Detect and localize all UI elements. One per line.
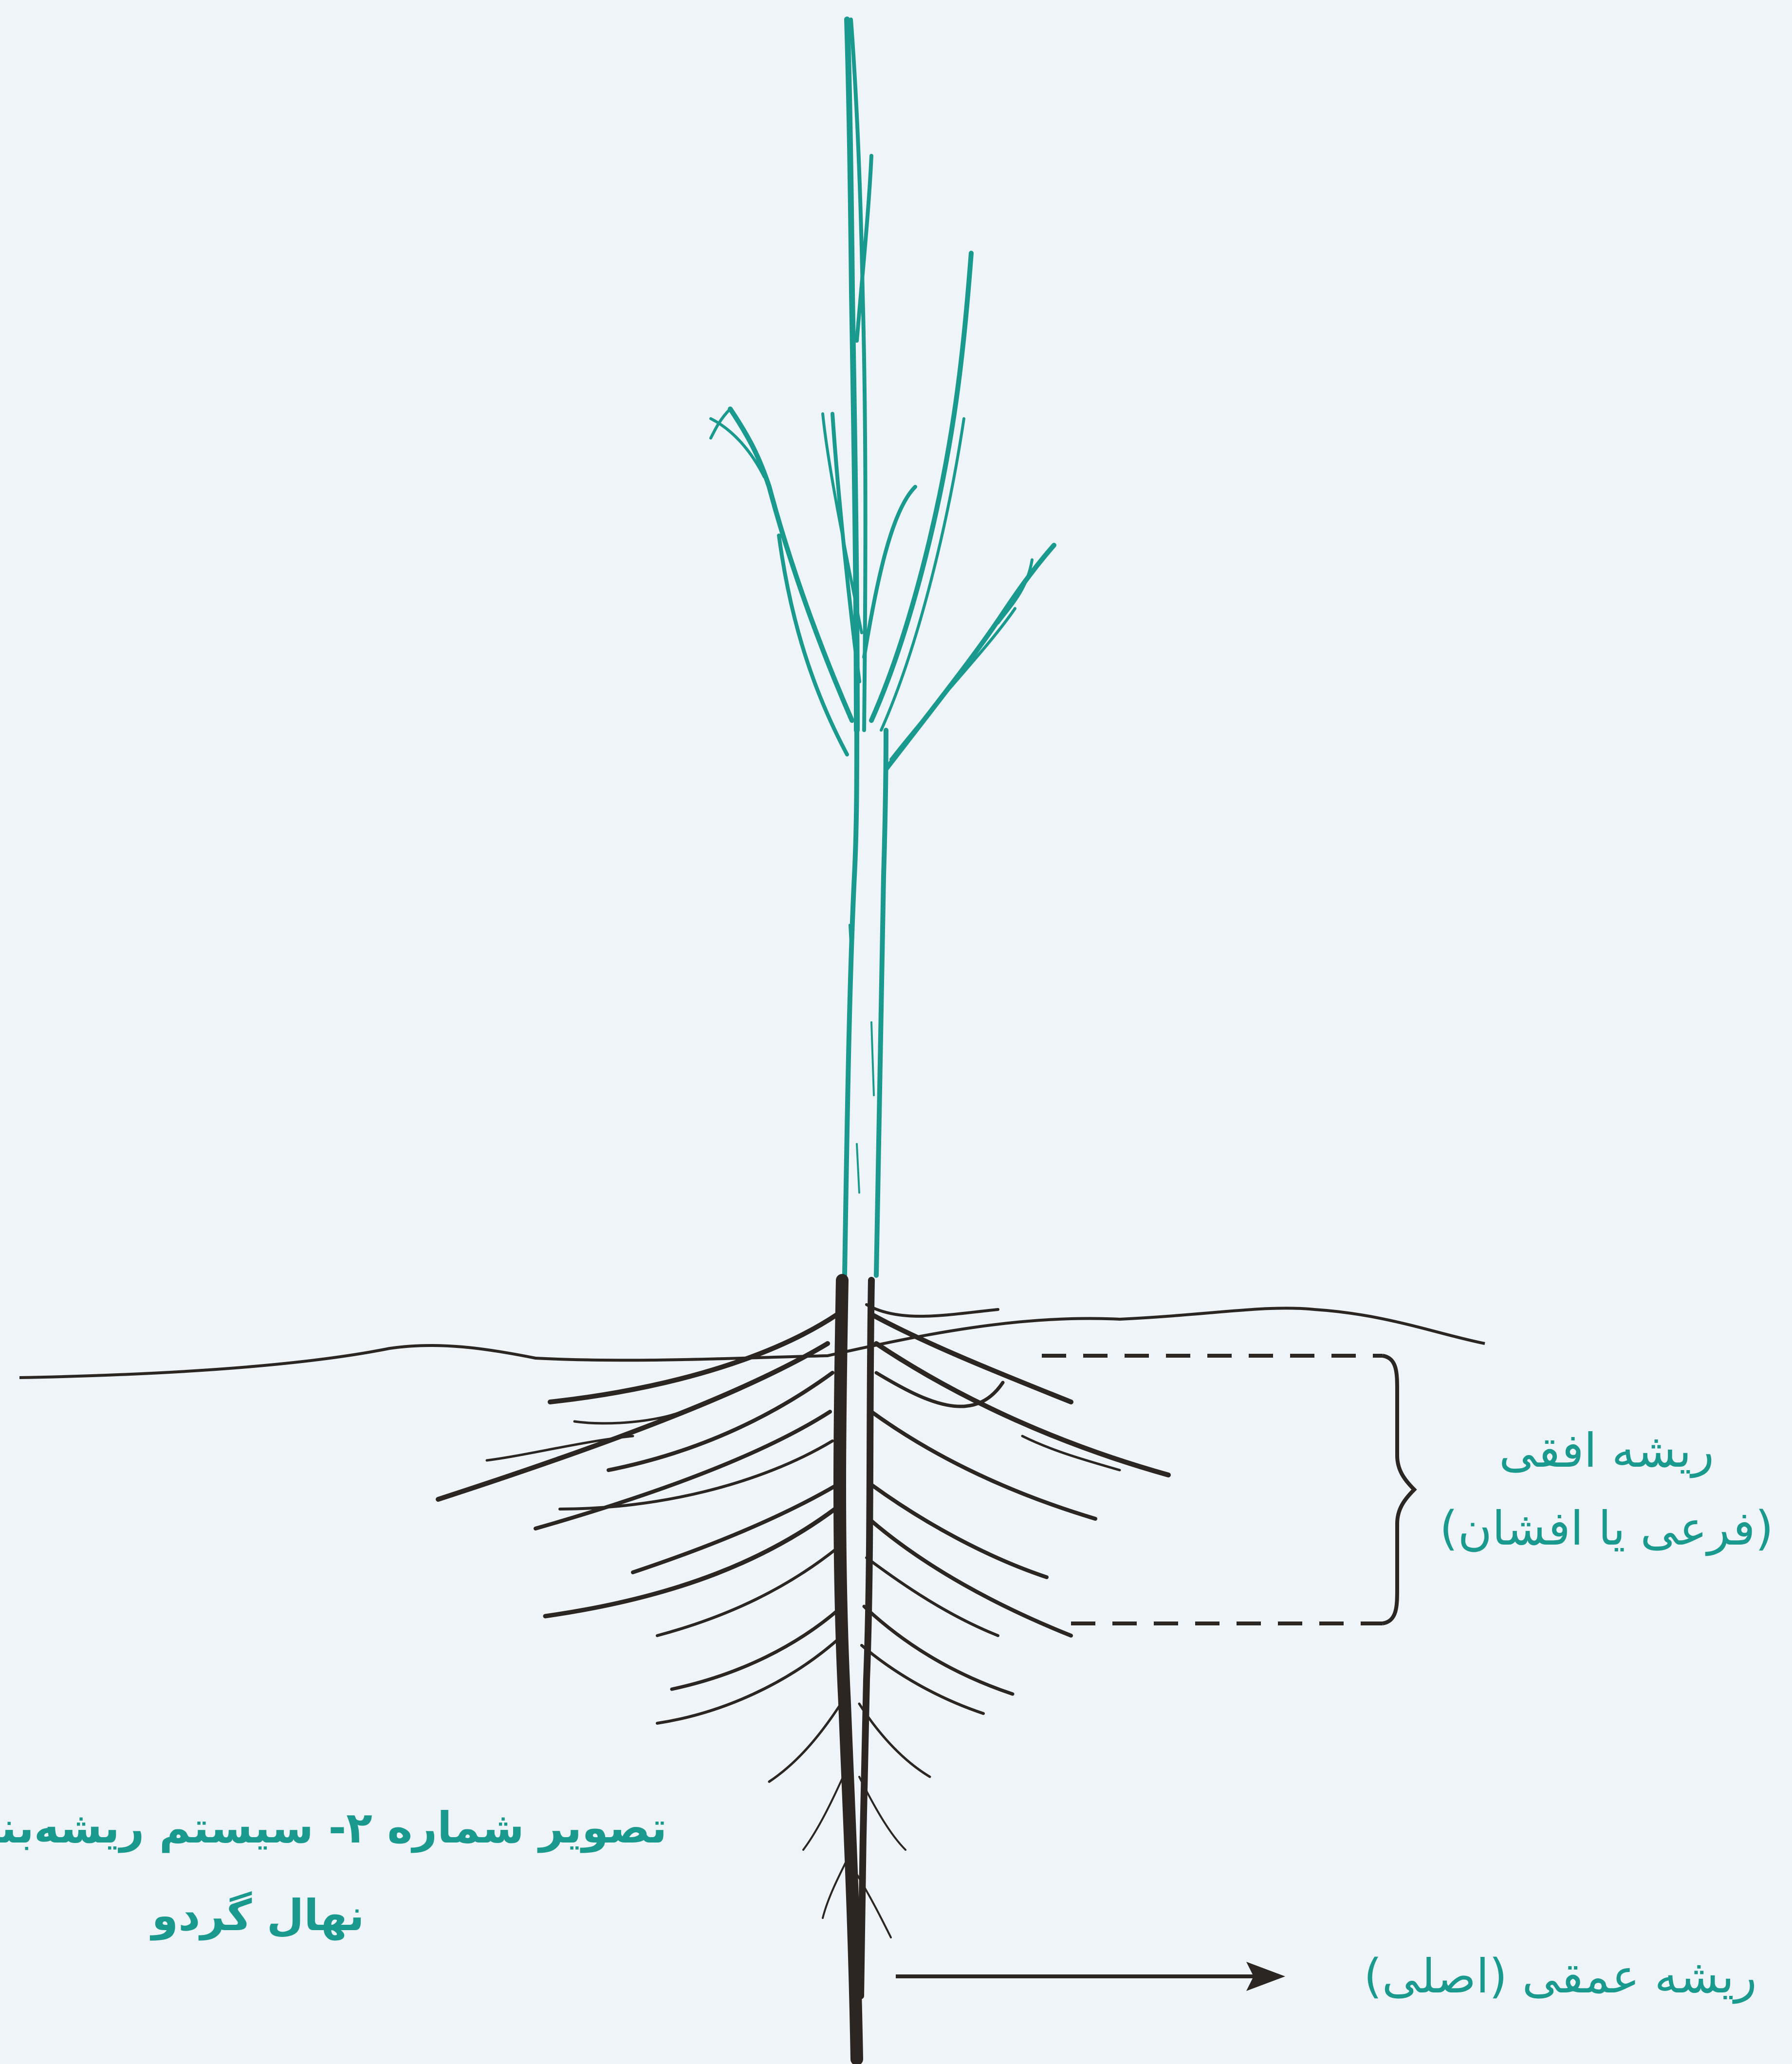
figure-caption-line2: نهال گردو — [122, 1889, 394, 1942]
seedling-roots — [438, 1280, 1168, 2059]
deep-root-arrow — [896, 1962, 1285, 1991]
seedling-stem — [711, 19, 1054, 1275]
figure-caption-line1: تصویر شماره ۲- سیستم ریشه‌بندی — [0, 1801, 667, 1855]
shallow-root-sublabel: (فرعی یا افشان) — [1426, 1499, 1787, 1558]
shallow-root-label: ریشه افقی — [1470, 1421, 1743, 1480]
shallow-root-bracket — [1042, 1356, 1414, 1623]
deep-root-label: ریشه عمقی (اصلی) — [1334, 1947, 1787, 2006]
ground-line — [19, 1308, 1485, 1378]
